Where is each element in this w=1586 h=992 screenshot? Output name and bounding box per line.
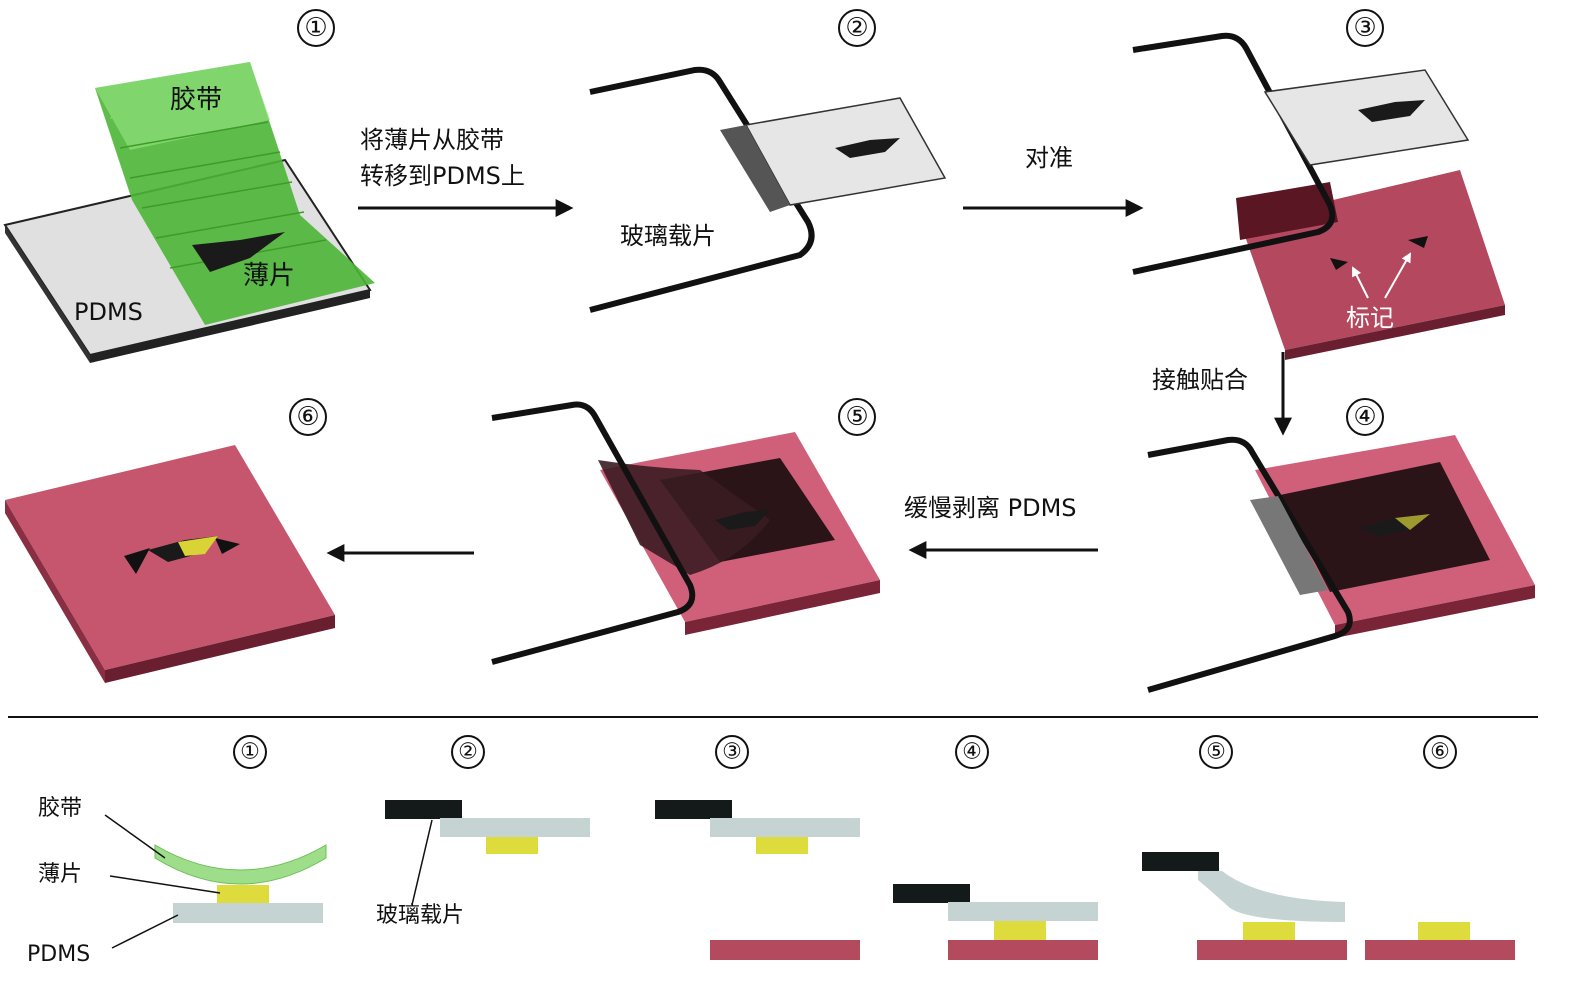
svg-text:转移到PDMS上: 转移到PDMS上 xyxy=(360,162,525,190)
step-1-number: ① xyxy=(297,9,335,47)
marker-left xyxy=(124,548,150,574)
pdms-stamp xyxy=(598,460,770,575)
label-pdms: PDMS xyxy=(74,298,143,326)
svg-text:⑤: ⑤ xyxy=(1206,740,1226,765)
marker-right xyxy=(215,538,240,554)
section-2-number: ② xyxy=(451,735,485,769)
step-2-illustration: ② 玻璃载片 xyxy=(589,9,947,313)
svg-text:②: ② xyxy=(458,740,478,765)
step-5-number: ⑤ xyxy=(838,398,876,436)
step-4-number: ④ xyxy=(1346,398,1384,436)
svg-text:①: ① xyxy=(304,13,327,43)
svg-text:缓慢剥离 PDMS: 缓慢剥离 PDMS xyxy=(904,494,1077,522)
arrow-4-to-5: 缓慢剥离 PDMS xyxy=(904,494,1098,559)
marker-left xyxy=(1330,258,1348,270)
svg-text:对准: 对准 xyxy=(1025,144,1073,172)
section-label-flake: 薄片 xyxy=(38,862,82,887)
section-pdms xyxy=(1198,871,1345,922)
step-5-illustration: ⑤ xyxy=(491,398,880,665)
svg-text:③: ③ xyxy=(1353,13,1376,43)
section-step-4: ④ xyxy=(893,735,1098,960)
section-tape xyxy=(154,844,327,885)
section-step-1: ① 胶带 薄片 PDMS xyxy=(27,735,327,967)
marker-right xyxy=(1408,236,1428,248)
section-flake xyxy=(756,837,808,854)
section-flake xyxy=(1243,922,1295,940)
step-3-illustration: ③ 标记 xyxy=(1132,9,1505,360)
section-flake xyxy=(486,837,538,854)
step-6-number: ⑥ xyxy=(289,398,327,436)
svg-text:②: ② xyxy=(845,13,868,43)
section-step-6: ⑥ xyxy=(1365,735,1515,960)
section-1-number: ① xyxy=(233,735,267,769)
section-label-glass-slide: 玻璃载片 xyxy=(376,903,464,928)
label-tape: 胶带 xyxy=(170,85,222,115)
arrow-2-to-3: 对准 xyxy=(963,144,1144,217)
arrow-1-to-2: 将薄片从胶带 转移到PDMS上 xyxy=(358,126,574,217)
section-step-2: ② 玻璃载片 xyxy=(376,735,590,928)
glass-slide xyxy=(1147,436,1353,693)
flake xyxy=(192,232,285,272)
svg-text:⑤: ⑤ xyxy=(845,402,868,432)
label-markers: 标记 xyxy=(1346,304,1394,332)
svg-text:⑥: ⑥ xyxy=(1430,740,1450,765)
step-2-number: ② xyxy=(838,9,876,47)
label-flake: 薄片 xyxy=(243,261,295,291)
svg-text:将薄片从胶带: 将薄片从胶带 xyxy=(360,126,504,154)
section-step-5: ⑤ xyxy=(1142,735,1347,960)
section-glass xyxy=(893,884,970,903)
section-glass xyxy=(385,800,462,819)
section-3-number: ③ xyxy=(715,735,749,769)
section-step-3: ③ xyxy=(655,735,860,960)
section-substrate xyxy=(710,940,860,960)
svg-text:接触贴合: 接触贴合 xyxy=(1152,366,1248,394)
step-3-number: ③ xyxy=(1346,9,1384,47)
svg-text:⑥: ⑥ xyxy=(296,402,319,432)
pdms-stamp xyxy=(1263,69,1470,166)
section-substrate xyxy=(948,940,1098,960)
flake xyxy=(1358,100,1425,122)
section-pdms xyxy=(173,903,323,923)
step-1-illustration: ① 胶带 薄片 PDMS xyxy=(3,9,375,363)
section-substrate xyxy=(1365,940,1515,960)
section-substrate xyxy=(1197,940,1347,960)
section-flake xyxy=(217,885,269,903)
section-pdms xyxy=(710,818,860,837)
svg-text:③: ③ xyxy=(722,740,742,765)
section-pdms xyxy=(440,818,590,837)
section-label-pdms: PDMS xyxy=(27,942,90,967)
step-6-illustration: ⑥ xyxy=(5,398,335,683)
section-5-number: ⑤ xyxy=(1199,735,1233,769)
svg-text:④: ④ xyxy=(962,740,982,765)
flake xyxy=(715,510,770,530)
arrow-3-to-4: 接触贴合 xyxy=(1152,352,1292,436)
section-6-number: ⑥ xyxy=(1423,735,1457,769)
step-4-illustration: ④ xyxy=(1147,398,1535,693)
section-glass xyxy=(655,800,732,819)
section-glass xyxy=(1142,852,1219,871)
label-glass-slide: 玻璃载片 xyxy=(620,222,716,250)
section-flake xyxy=(994,921,1046,940)
svg-text:①: ① xyxy=(240,740,260,765)
section-flake xyxy=(1418,922,1470,940)
section-label-tape: 胶带 xyxy=(38,796,82,821)
section-pdms xyxy=(948,902,1098,921)
section-4-number: ④ xyxy=(955,735,989,769)
svg-text:④: ④ xyxy=(1353,402,1376,432)
flake xyxy=(835,138,900,158)
glass-slide xyxy=(491,401,696,665)
